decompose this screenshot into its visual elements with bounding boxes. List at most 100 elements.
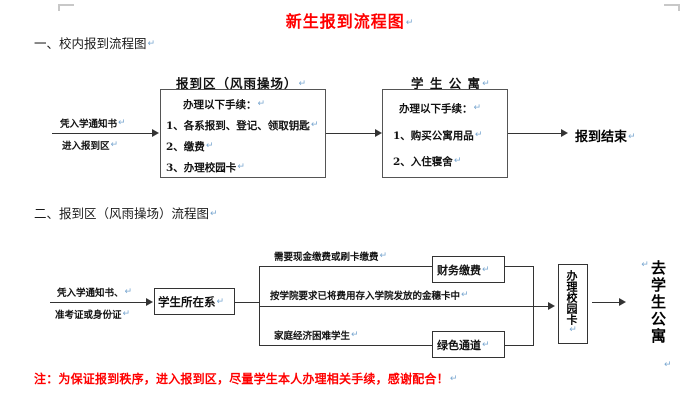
section-2-heading: 二、报到区（风雨操场）流程图↵ [34, 203, 218, 222]
section-2-dept-box-label-text: 学生所在系 [158, 295, 216, 309]
section-1-box1 [160, 89, 326, 178]
section-1-box1-line-0: 办理以下手续：↵ [183, 97, 265, 112]
pilcrow-icon: ↵ [482, 265, 490, 275]
pilcrow-icon: ↵ [482, 79, 491, 89]
section-1-connector-box1-box2 [326, 133, 375, 134]
section-1-box2-title-text: 学 生 公 寓 [411, 76, 482, 91]
section-2-branch-2-box-label: 绿色通道↵ [437, 337, 490, 353]
section-2-branch-0-box-label-text: 财务缴费 [437, 264, 481, 277]
section-1-box2-line-2-text: 2、入住寝舍 [393, 156, 453, 168]
section-2-branch-0-label-text: 需要现金缴费或刷卡缴费 [274, 252, 379, 263]
section-1-entry-label-line1: 凭入学通知书↵ [60, 116, 126, 130]
section-2-entry-label-line2-text: 准考证或身份证 [55, 310, 122, 321]
section-1-heading-text: 一、校内报到流程图 [34, 36, 147, 51]
section-2-entry-label-line1: 凭入学通知书、↵ [57, 285, 132, 299]
section-2-branch-2-label-text: 家庭经济困难学生 [274, 331, 351, 342]
section-1-box1-line-0-text: 办理以下手续： [183, 99, 257, 111]
pilcrow-icon: ↵ [147, 39, 156, 49]
pilcrow-icon: ↵ [379, 251, 388, 261]
section-1-box1-title: 报到区（风雨操场）↵ [176, 73, 307, 92]
section-2-final-label-text: 去学生公寓 [649, 260, 667, 345]
pilcrow-icon: ↵ [474, 130, 483, 140]
pilcrow-icon: ↵ [628, 132, 636, 142]
section-1-entry-arrowhead-icon [152, 129, 159, 137]
section-1-box2-line-0-text: 办理以下手续： [399, 103, 473, 115]
pilcrow-icon: ↵ [298, 79, 308, 89]
pilcrow-icon: ↵ [449, 374, 458, 384]
footer-note: 注：为保证报到秩序，进入报到区，尽量学生本人办理相关手续，感谢配合！↵ [34, 370, 458, 387]
section-2-branch-1-label-text: 按学院要求已将费用存入学院发放的金穗卡中 [270, 291, 461, 302]
section-1-box2-line-2: 2、入住寝舍↵ [393, 154, 461, 169]
pilcrow-icon: ↵ [210, 209, 218, 219]
section-2-merge-bus [533, 266, 534, 346]
section-2-branch-0-merge-connector [505, 266, 534, 267]
section-2-branch-2-box-label-text: 绿色通道 [437, 339, 481, 352]
pilcrow-icon: ↵ [122, 309, 131, 319]
section-2-branch-0-label: 需要现金缴费或刷卡缴费↵ [274, 249, 387, 263]
section-1-connector-box1-box2-arrowhead-icon [375, 129, 382, 137]
page-title-text: 新生报到流程图 [285, 12, 405, 31]
section-2-branch-0-box [432, 256, 505, 283]
section-1-entry-connector [52, 133, 152, 134]
section-1-box1-line-2: 2、缴费↵ [166, 139, 213, 154]
pilcrow-icon: ↵ [473, 103, 482, 113]
section-1-connector-box2-end-arrowhead-icon [561, 129, 568, 137]
section-1-box1-line-3: 3、办理校园卡↵ [166, 160, 245, 175]
section-2-entry-arrowhead-icon [146, 298, 153, 306]
section-2-final-connector [592, 302, 619, 303]
page-title: 新生报到流程图↵ [0, 8, 700, 32]
section-2-branch-1-label: 按学院要求已将费用存入学院发放的金穗卡中↵ [270, 288, 469, 302]
section-1-end-label-text: 报到结束 [575, 130, 628, 145]
pilcrow-icon: ↵ [405, 18, 415, 28]
section-2-entry-connector [50, 302, 146, 303]
section-1-entry-label-line2-text: 进入报到区 [62, 141, 110, 152]
page-margin-mark-top-right [664, 4, 680, 11]
section-2-branch-2-merge-connector [505, 345, 534, 346]
section-1-box1-title-text: 报到区（风雨操场） [176, 76, 298, 91]
section-1-box2-title: 学 生 公 寓↵ [411, 73, 491, 92]
pilcrow-icon: ↵ [640, 260, 650, 272]
pilcrow-icon: ↵ [216, 297, 225, 307]
pilcrow-icon: ↵ [482, 340, 490, 350]
section-2-dept-box-label: 学生所在系↵ [158, 294, 224, 310]
section-2-branch-0-connector [259, 266, 432, 267]
section-2-final-arrowhead-icon [619, 298, 626, 306]
pilcrow-icon: ↵ [110, 140, 119, 150]
section-1-box2 [382, 89, 508, 178]
section-2-entry-label-line2: 准考证或身份证↵ [55, 307, 130, 321]
section-2-card-arrowhead-icon [548, 302, 555, 310]
pilcrow-icon: ↵ [237, 162, 245, 172]
section-2-dept-box [154, 288, 235, 315]
section-2-card-box-label-text: 办理校园卡 [565, 270, 578, 325]
section-2-branch-2-label: 家庭经济困难学生↵ [274, 328, 359, 342]
section-2-card-box-label: 办理校园卡↵ [565, 270, 578, 340]
section-2-dept-out-connector [235, 302, 260, 303]
section-2-branch-2-box [432, 331, 505, 358]
section-1-entry-label-line2: 进入报到区↵ [62, 138, 118, 152]
section-2-branch-1-connector [259, 306, 548, 307]
section-1-box2-line-0: 办理以下手续：↵ [399, 101, 481, 116]
section-2-branch-0-box-label: 财务缴费↵ [437, 262, 490, 278]
section-1-end-label: 报到结束↵ [575, 126, 636, 145]
section-2-branch-2-connector [259, 345, 432, 346]
section-1-box2-line-1-text: 1、购买公寓用品 [393, 130, 474, 142]
pilcrow-icon: ↵ [257, 99, 266, 109]
section-2-heading-text: 二、报到区（风雨操场）流程图 [34, 206, 210, 221]
section-1-box1-line-1: 1、各系报到、登记、领取钥匙↵ [166, 118, 318, 133]
section-1-box1-line-2-text: 2、缴费 [166, 141, 205, 153]
section-1-entry-label-line1-text: 凭入学通知书 [60, 119, 118, 130]
pilcrow-icon: ↵ [568, 325, 578, 335]
section-1-box1-line-3-text: 3、办理校园卡 [166, 162, 237, 174]
footer-note-text: 注：为保证报到秩序，进入报到区，尽量学生本人办理相关手续，感谢配合！ [34, 372, 449, 386]
pilcrow-icon: ↵ [310, 120, 319, 130]
section-1-connector-box2-end [508, 133, 561, 134]
page-margin-mark-top-left [58, 4, 74, 11]
section-2-entry-label-line1-text: 凭入学通知书、 [57, 288, 124, 299]
pilcrow-icon: ↵ [664, 360, 672, 370]
pilcrow-icon: ↵ [351, 330, 359, 340]
section-1-box2-line-1: 1、购买公寓用品↵ [393, 128, 482, 143]
section-2-card-box [558, 264, 588, 344]
pilcrow-icon: ↵ [453, 156, 462, 166]
pilcrow-icon: ↵ [118, 118, 126, 128]
section-1-heading: 一、校内报到流程图↵ [34, 33, 155, 52]
